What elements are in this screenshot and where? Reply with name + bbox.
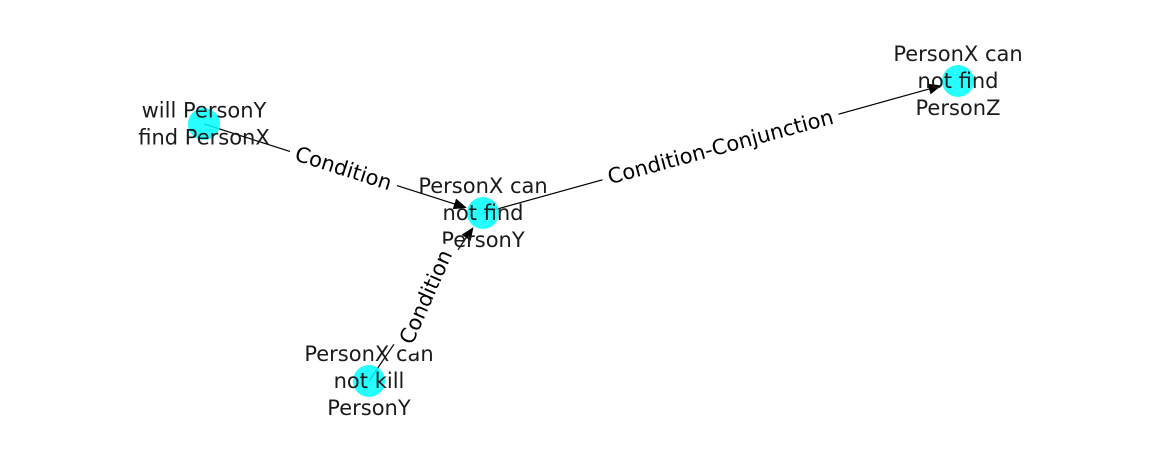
node-label-line: find PersonX <box>138 126 270 150</box>
node-n_will <box>188 108 220 140</box>
node-n_kill <box>353 365 385 397</box>
edge-label: Condition <box>395 246 457 347</box>
edge-label-group: Condition <box>285 138 402 199</box>
node-label-line: PersonX can <box>893 42 1022 66</box>
node-n_center <box>467 197 499 229</box>
node-label-line: PersonY <box>327 396 411 420</box>
edge-label-background <box>285 138 402 199</box>
node-label-line: PersonX can <box>418 174 547 198</box>
node-label-line: PersonZ <box>916 96 1001 120</box>
node-n_personz <box>942 65 974 97</box>
node-label-line: not find <box>443 201 524 225</box>
edge-label: Condition <box>292 142 395 195</box>
node-label-line: not kill <box>334 369 405 393</box>
edge-label-group: Condition <box>390 240 462 354</box>
node-label-line: PersonY <box>441 228 525 252</box>
edge-label-background <box>390 240 462 354</box>
edge-label: Condition-Conjunction <box>605 105 836 189</box>
edge-arrowhead-n_kill-to-n_center <box>461 227 474 241</box>
edge-arrowhead-n_will-to-n_center <box>452 198 467 210</box>
node-label-line: not find <box>918 69 999 93</box>
node-label: will PersonY find PersonX <box>138 99 270 150</box>
edge-label-group: Condition-Conjunction <box>598 101 843 193</box>
nodes-layer <box>188 65 974 397</box>
node-label-line: will PersonY <box>142 99 267 123</box>
edge-label-background <box>598 101 843 193</box>
edge-arrowhead-n_center-to-n_personz <box>927 83 942 95</box>
